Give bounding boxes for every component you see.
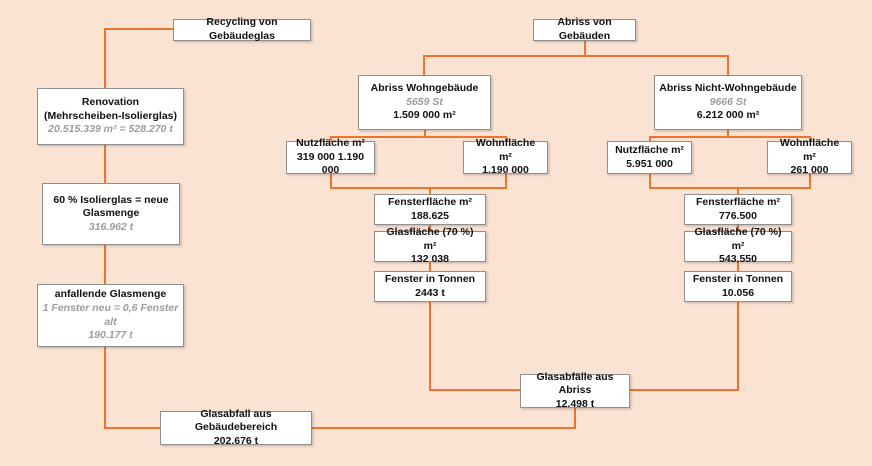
connector	[809, 174, 811, 187]
node-value: 543.550	[719, 253, 757, 266]
node-count: 9666 St	[709, 95, 747, 108]
node-recycling-von-gebaeudeglas: Recycling von Gebäudeglas	[173, 16, 311, 42]
node-anfallende-glasmenge: anfallende Glasmenge 1 Fenster neu = 0,6…	[37, 284, 184, 347]
node-value: 5.951 000	[626, 157, 673, 170]
connector	[630, 389, 739, 391]
node-fenster-tonnen-wohn: Fenster in Tonnen 2443 t	[374, 271, 486, 302]
node-value: 202.676 t	[213, 434, 259, 447]
node-label: 60 % Isolierglas = neue Glasmenge	[53, 193, 169, 220]
node-value: 188.625	[411, 209, 449, 222]
node-value: 319 000 1.190 000	[296, 150, 365, 177]
node-glasflaeche-nichtwohn: Glasfläche (70 %) m² 543.550	[684, 226, 792, 265]
node-nutzflaeche-nichtwohn: Nutzfläche m² 5.951 000	[607, 141, 692, 174]
node-label: Fenster in Tonnen	[384, 272, 476, 285]
connector	[649, 136, 651, 141]
node-wohnflaeche-wohn: Wohnfläche m² 1.190 000	[463, 137, 548, 176]
node-count: 5659 St	[406, 95, 443, 108]
node-abriss-nicht-wohngebaeude: Abriss Nicht-Wohngebäude 9666 St 6.212 0…	[654, 75, 802, 130]
connector	[312, 427, 576, 429]
node-label: Fensterfläche m²	[695, 195, 781, 208]
node-value: 2443 t	[415, 286, 445, 299]
node-abriss-wohngebaeude: Abriss Wohngebäude 5659 St 1.509 000 m²	[358, 75, 491, 130]
node-label: Nutzfläche m²	[296, 137, 365, 150]
node-fensterflaeche-wohn: Fensterfläche m² 188.625	[374, 194, 486, 225]
node-label: Abriss Nicht-Wohngebäude	[659, 82, 797, 95]
node-value: 776.500	[719, 209, 757, 222]
node-label: Glasabfall aus Gebäudebereich	[194, 407, 278, 434]
node-wohnflaeche-nichtwohn: Wohnfläche m² 261 000	[767, 137, 852, 176]
node-fenster-tonnen-nichtwohn: Fenster in Tonnen 10.056	[684, 271, 792, 302]
node-value: 12.498 t	[555, 397, 595, 410]
node-value: 190.177 t	[88, 329, 133, 342]
node-label: Wohnfläche m²	[779, 137, 840, 163]
node-label: Nutzfläche m²	[615, 143, 684, 156]
connector	[574, 408, 576, 427]
node-glasabfall-aus-gebaeudebereich: Glasabfall aus Gebäudebereich 202.676 t	[160, 407, 312, 447]
connector	[505, 136, 507, 141]
node-value: 10.056	[721, 286, 755, 299]
node-area: 1.509 000 m²	[393, 109, 456, 122]
connector	[727, 55, 729, 75]
connector	[737, 302, 739, 389]
node-glasabfaelle-aus-abriss: Glasabfälle aus Abriss 12.498 t	[520, 370, 630, 410]
node-label: Glasabfälle aus Abriss	[536, 370, 614, 397]
connector	[727, 130, 729, 136]
connector	[429, 302, 431, 389]
connector	[737, 187, 739, 194]
connector	[424, 130, 426, 136]
node-fensterflaeche-nichtwohn: Fensterfläche m² 776.500	[684, 194, 792, 225]
node-glasflaeche-wohn: Glasfläche (70 %) m² 132 038	[374, 226, 486, 265]
node-label: anfallende Glasmenge	[54, 288, 167, 301]
connector	[330, 187, 507, 189]
connector	[429, 187, 431, 194]
node-label: Fensterfläche m²	[387, 195, 473, 208]
connector	[429, 389, 520, 391]
node-label: Wohnfläche m²	[475, 137, 536, 163]
connector	[429, 262, 431, 271]
node-nutzflaeche-wohn: Nutzfläche m² 319 000 1.190 000	[286, 137, 375, 176]
connector	[505, 174, 507, 187]
connector	[649, 187, 811, 189]
node-label: Renovation (Mehrscheiben-Isolierglas)	[43, 96, 178, 122]
connector	[809, 136, 811, 141]
connector	[423, 55, 729, 57]
node-label: Abriss Wohngebäude	[370, 82, 479, 95]
node-abriss-von-gebaeuden: Abriss von Gebäuden	[533, 16, 636, 42]
connector	[104, 28, 173, 30]
node-value: 20.515.339 m² = 528.270 t	[48, 123, 173, 136]
node-value: 1.190 000	[482, 164, 529, 177]
connector	[330, 136, 507, 138]
connector	[330, 136, 332, 141]
node-value: 132 038	[411, 253, 449, 266]
node-value: 261 000	[790, 164, 829, 177]
node-note: 1 Fenster neu = 0,6 Fenster alt	[42, 301, 179, 328]
node-isolierglas: 60 % Isolierglas = neue Glasmenge 316.96…	[42, 183, 180, 245]
connector	[429, 225, 431, 231]
connector	[104, 427, 160, 429]
node-label: Recycling von Gebäudeglas	[206, 16, 278, 42]
node-value: 316.962 t	[88, 220, 134, 233]
node-renovation: Renovation (Mehrscheiben-Isolierglas) 20…	[37, 88, 184, 145]
connector	[649, 174, 651, 187]
node-area: 6.212 000 m²	[696, 109, 760, 122]
node-label: Abriss von Gebäuden	[557, 16, 612, 42]
connector	[330, 174, 332, 187]
node-label: Glasfläche (70 %) m²	[694, 226, 782, 252]
connector	[584, 41, 586, 55]
node-label: Glasfläche (70 %) m²	[386, 226, 474, 252]
connector	[737, 262, 739, 271]
node-label: Fenster in Tonnen	[692, 272, 784, 285]
connector	[737, 225, 739, 231]
connector	[649, 136, 811, 138]
connector	[423, 55, 425, 75]
